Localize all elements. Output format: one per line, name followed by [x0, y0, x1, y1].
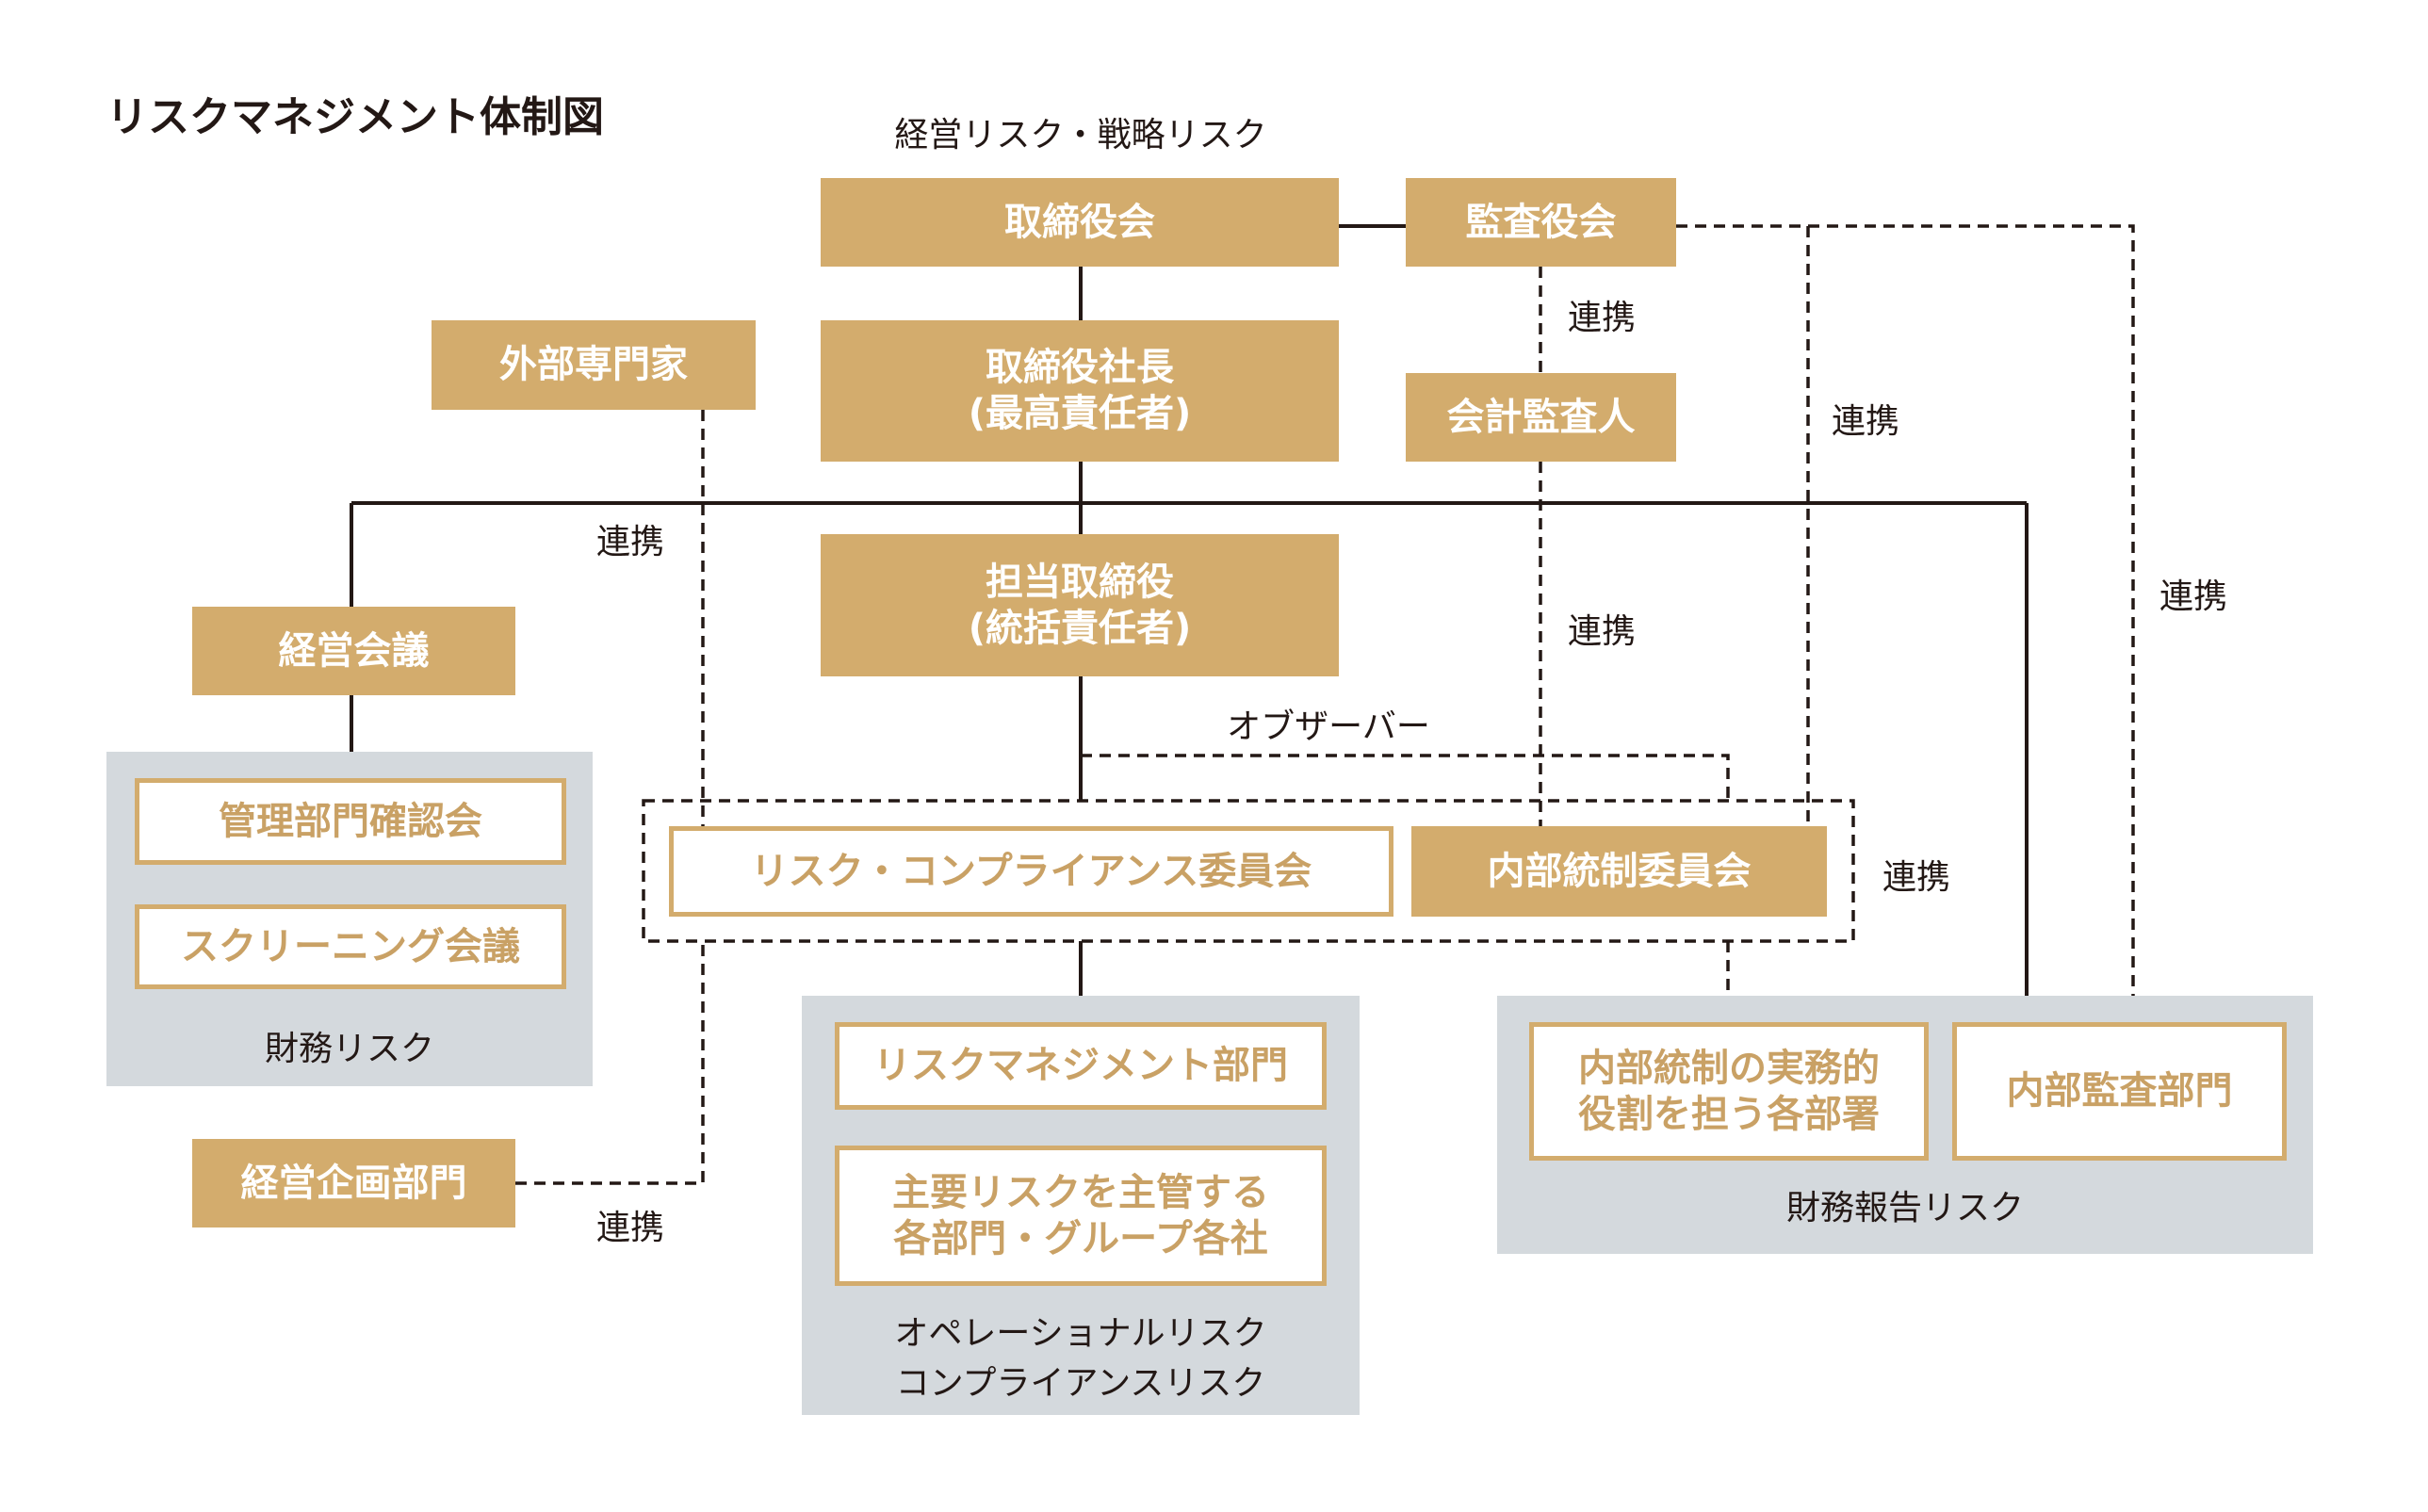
risk-compliance-committee-label: リスク・コンプライアンス委員会	[750, 849, 1312, 893]
internal-control-depts-label-line1: 内部統制の実務的	[1578, 1046, 1880, 1090]
internal-audit-dept-node[interactable]: 内部監査部門	[1952, 1022, 2287, 1161]
internal-control-committee-label: 内部統制委員会	[1487, 849, 1752, 893]
cooperation-label-external: 連携	[596, 523, 665, 561]
external-experts-label: 外部専門家	[499, 343, 688, 387]
director-label-line2: (統括責任者)	[968, 606, 1192, 650]
audit-board-cooperation-line	[1676, 224, 2135, 1022]
external-experts-node[interactable]: 外部専門家	[432, 320, 756, 410]
president-label-line2: (最高責任者)	[968, 392, 1192, 435]
risk-owner-depts-label-line2: 各部門・グループ各社	[893, 1216, 1268, 1260]
page-title: リスクマネジメント体制図	[106, 93, 604, 141]
admin-review-meeting-label: 管理部門確認会	[219, 799, 482, 843]
cooperation-label-audit-board: 連携	[1832, 402, 1900, 441]
compliance-risk-caption: コンプライアンスリスク	[895, 1364, 1266, 1403]
audit-board-label: 監査役会	[1465, 200, 1617, 244]
board-of-directors-node[interactable]: 取締役会	[821, 178, 1339, 267]
president-node[interactable]: 取締役社長 (最高責任者)	[821, 320, 1339, 462]
admin-review-meeting-node[interactable]: 管理部門確認会	[135, 778, 566, 865]
cooperation-label-planning: 連携	[596, 1209, 665, 1247]
risk-management-dept-label: リスクマネジメント部門	[873, 1044, 1288, 1088]
screening-meeting-node[interactable]: スクリーニング会議	[135, 904, 566, 989]
board-of-directors-label: 取締役会	[1004, 200, 1155, 244]
audit-board-node[interactable]: 監査役会	[1406, 178, 1676, 267]
management-meeting-label: 経営会議	[278, 628, 430, 673]
accounting-auditor-node[interactable]: 会計監査人	[1406, 373, 1676, 462]
internal-control-depts-label-line2: 役割を担う各部署	[1578, 1092, 1880, 1136]
screening-meeting-label: スクリーニング会議	[181, 924, 520, 968]
president-label-line1: 取締役社長	[986, 346, 1174, 390]
accounting-auditor-label: 会計監査人	[1446, 395, 1636, 439]
management-meeting-node[interactable]: 経営会議	[192, 607, 515, 695]
operational-risk-caption: オペレーショナルリスク	[894, 1314, 1267, 1353]
cooperation-label-internal-audit: 連携	[2159, 577, 2228, 616]
internal-control-depts-node[interactable]: 内部統制の実務的 役割を担う各部署	[1529, 1022, 1929, 1161]
cooperation-label-accounting: 連携	[1568, 612, 1637, 651]
cooperation-label-committee: 連携	[1882, 858, 1951, 897]
director-in-charge-node[interactable]: 担当取締役 (統括責任者)	[821, 534, 1339, 676]
cooperation-label-auditor: 連携	[1568, 299, 1637, 337]
financial-reporting-risk-caption: 財務報告リスク	[1785, 1189, 2025, 1227]
management-planning-label: 経営企画部門	[240, 1161, 467, 1205]
risk-compliance-committee-node[interactable]: リスク・コンプライアンス委員会	[669, 826, 1393, 917]
management-planning-node[interactable]: 経営企画部門	[192, 1139, 515, 1227]
director-label-line1: 担当取締役	[986, 560, 1174, 604]
observer-line	[1081, 754, 1730, 801]
committee-group-frame	[642, 799, 1855, 943]
internal-control-committee-node[interactable]: 内部統制委員会	[1411, 826, 1827, 917]
risk-owner-depts-node[interactable]: 主要リスクを主管する 各部門・グループ各社	[835, 1146, 1327, 1286]
top-caption: 経営リスク・戦略リスク	[894, 116, 1267, 154]
financial-risk-caption: 財務リスク	[264, 1030, 435, 1068]
risk-management-dept-node[interactable]: リスクマネジメント部門	[835, 1022, 1327, 1110]
observer-label: オブザーバー	[1227, 707, 1430, 746]
risk-owner-depts-label-line1: 主要リスクを主管する	[892, 1170, 1269, 1214]
internal-audit-dept-label: 内部監査部門	[2006, 1069, 2233, 1114]
management-planning-line	[515, 941, 705, 1185]
